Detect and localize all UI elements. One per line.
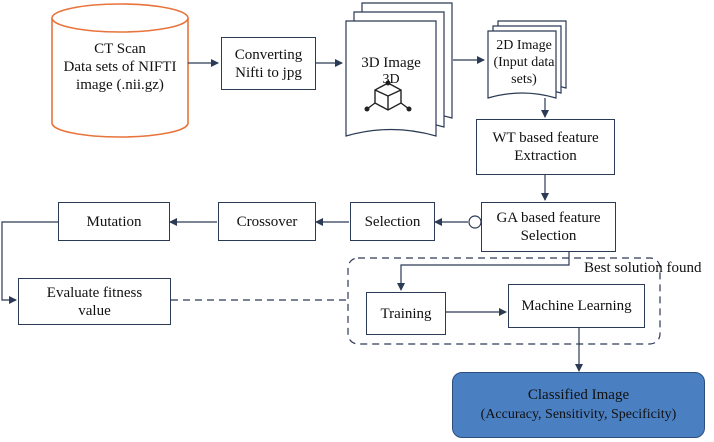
ga-connector-dot bbox=[468, 215, 482, 229]
converting-box: Converting Nifti to jpg bbox=[221, 37, 316, 90]
ct-scan-label: CT Scan Data sets of NIFTI image (.nii.g… bbox=[63, 41, 177, 93]
classified-image-box: Classified Image (Accuracy, Sensitivity,… bbox=[452, 372, 705, 438]
ml-group-dashed bbox=[347, 257, 661, 345]
crossover-box: Crossover bbox=[218, 202, 316, 241]
2d-image-stack bbox=[487, 20, 567, 99]
ga-feature-box: GA based feature Selection bbox=[481, 202, 616, 252]
mutation-box: Mutation bbox=[58, 202, 170, 241]
3d-image-label: 3D Image bbox=[361, 55, 421, 71]
selection-box: Selection bbox=[350, 202, 435, 241]
machine-learning-box: Machine Learning bbox=[508, 284, 645, 328]
classified-image-title: Classified Image bbox=[527, 387, 630, 403]
training-box: Training bbox=[366, 292, 446, 335]
evaluate-fitness-box: Evaluate fitness value bbox=[18, 278, 171, 325]
best-solution-label: Best solution found bbox=[584, 260, 702, 276]
cube-icon bbox=[364, 80, 412, 112]
classified-image-metrics: (Accuracy, Sensitivity, Specificity) bbox=[480, 407, 677, 422]
3d-image-sublabel: 3D bbox=[382, 72, 400, 87]
2d-image-label: 2D Image (Input data sets) bbox=[493, 38, 555, 87]
ct-scan-cylinder bbox=[51, 3, 189, 138]
wt-feature-box: WT based feature Extraction bbox=[476, 119, 615, 175]
arrow-mutation-to-evaluate bbox=[1, 221, 58, 304]
